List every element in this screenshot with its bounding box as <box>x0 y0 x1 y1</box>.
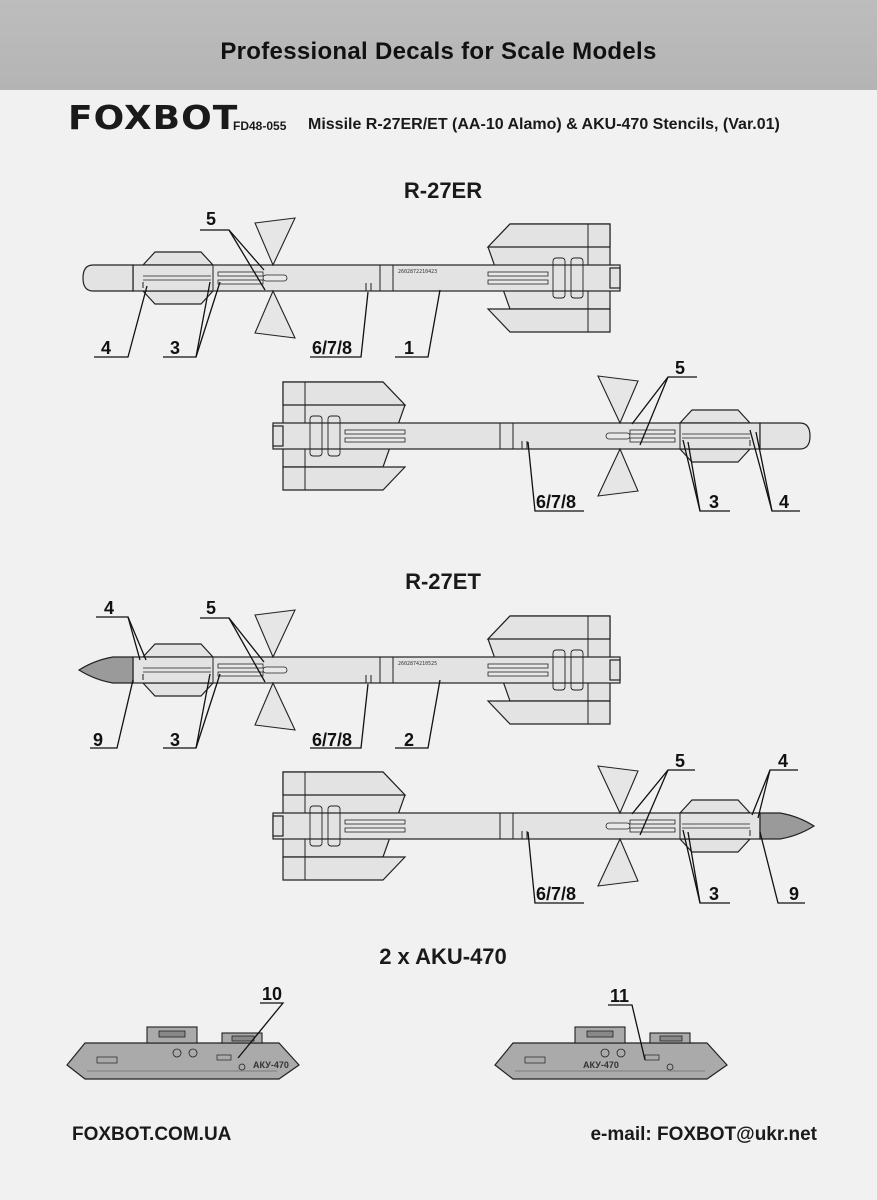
section-title-aku: 2 x AKU-470 <box>379 944 507 969</box>
missile-r27et-left: 2602874210525 <box>78 609 621 731</box>
callout-label: 9 <box>93 730 103 750</box>
callout-label: 6/7/8 <box>536 884 576 904</box>
section-title-r27et: R-27ET <box>405 569 481 594</box>
missile-r27et-right <box>272 765 815 887</box>
serial-r27et: 2602874210525 <box>398 661 437 667</box>
sheet-subtitle: Missile R-27ER/ET (AA-10 Alamo) & AKU-47… <box>308 116 780 133</box>
callouts-missile-4 <box>527 769 805 904</box>
callout-label: 4 <box>104 598 114 618</box>
missile-r27er-left: 2602872210423 <box>82 217 621 339</box>
footer-email: e-mail: FOXBOT@ukr.net <box>590 1124 817 1145</box>
section-title-r27er: R-27ER <box>403 178 483 203</box>
callout-label: 3 <box>709 884 719 904</box>
callout-label: 6/7/8 <box>312 730 352 750</box>
callouts-pylon-left <box>237 1002 285 1059</box>
product-code: FD48-055 <box>233 119 287 133</box>
footer-website: FOXBOT.COM.UA <box>72 1124 232 1145</box>
header-banner: Professional Decals for Scale Models <box>0 0 877 90</box>
callout-label: 2 <box>404 730 414 750</box>
callout-label: 5 <box>675 358 685 378</box>
callout-label: 3 <box>709 492 719 512</box>
callout-label: 6/7/8 <box>536 492 576 512</box>
callout-label: 3 <box>170 338 180 358</box>
brand-logo: FOXBOT <box>68 99 239 138</box>
callout-label: 4 <box>779 492 789 512</box>
callouts-missile-3 <box>90 616 441 749</box>
pylon-marking: АКУ-470 <box>253 1060 289 1070</box>
pylon-aku-right: АКУ-470 <box>494 1026 728 1080</box>
callout-label: 5 <box>675 751 685 771</box>
callout-label: 10 <box>262 984 282 1004</box>
callouts-missile-2 <box>527 376 800 512</box>
serial-r27er: 2602872210423 <box>398 269 437 275</box>
callout-label: 5 <box>206 209 216 229</box>
callout-label: 4 <box>778 751 788 771</box>
callout-label: 4 <box>101 338 111 358</box>
banner-title: Professional Decals for Scale Models <box>220 38 657 65</box>
callout-label: 11 <box>610 986 629 1006</box>
callout-label: 6/7/8 <box>312 338 352 358</box>
callout-label: 1 <box>404 338 414 358</box>
callout-label: 9 <box>789 884 799 904</box>
callout-label: 3 <box>170 730 180 750</box>
callouts-missile-1 <box>94 229 441 358</box>
callouts-pylon-right <box>608 1004 646 1061</box>
pylon-aku-left: АКУ-470 <box>66 1026 300 1080</box>
missile-r27er-right <box>272 375 811 497</box>
pylon-marking: АКУ-470 <box>583 1060 619 1070</box>
callout-label: 5 <box>206 598 216 618</box>
